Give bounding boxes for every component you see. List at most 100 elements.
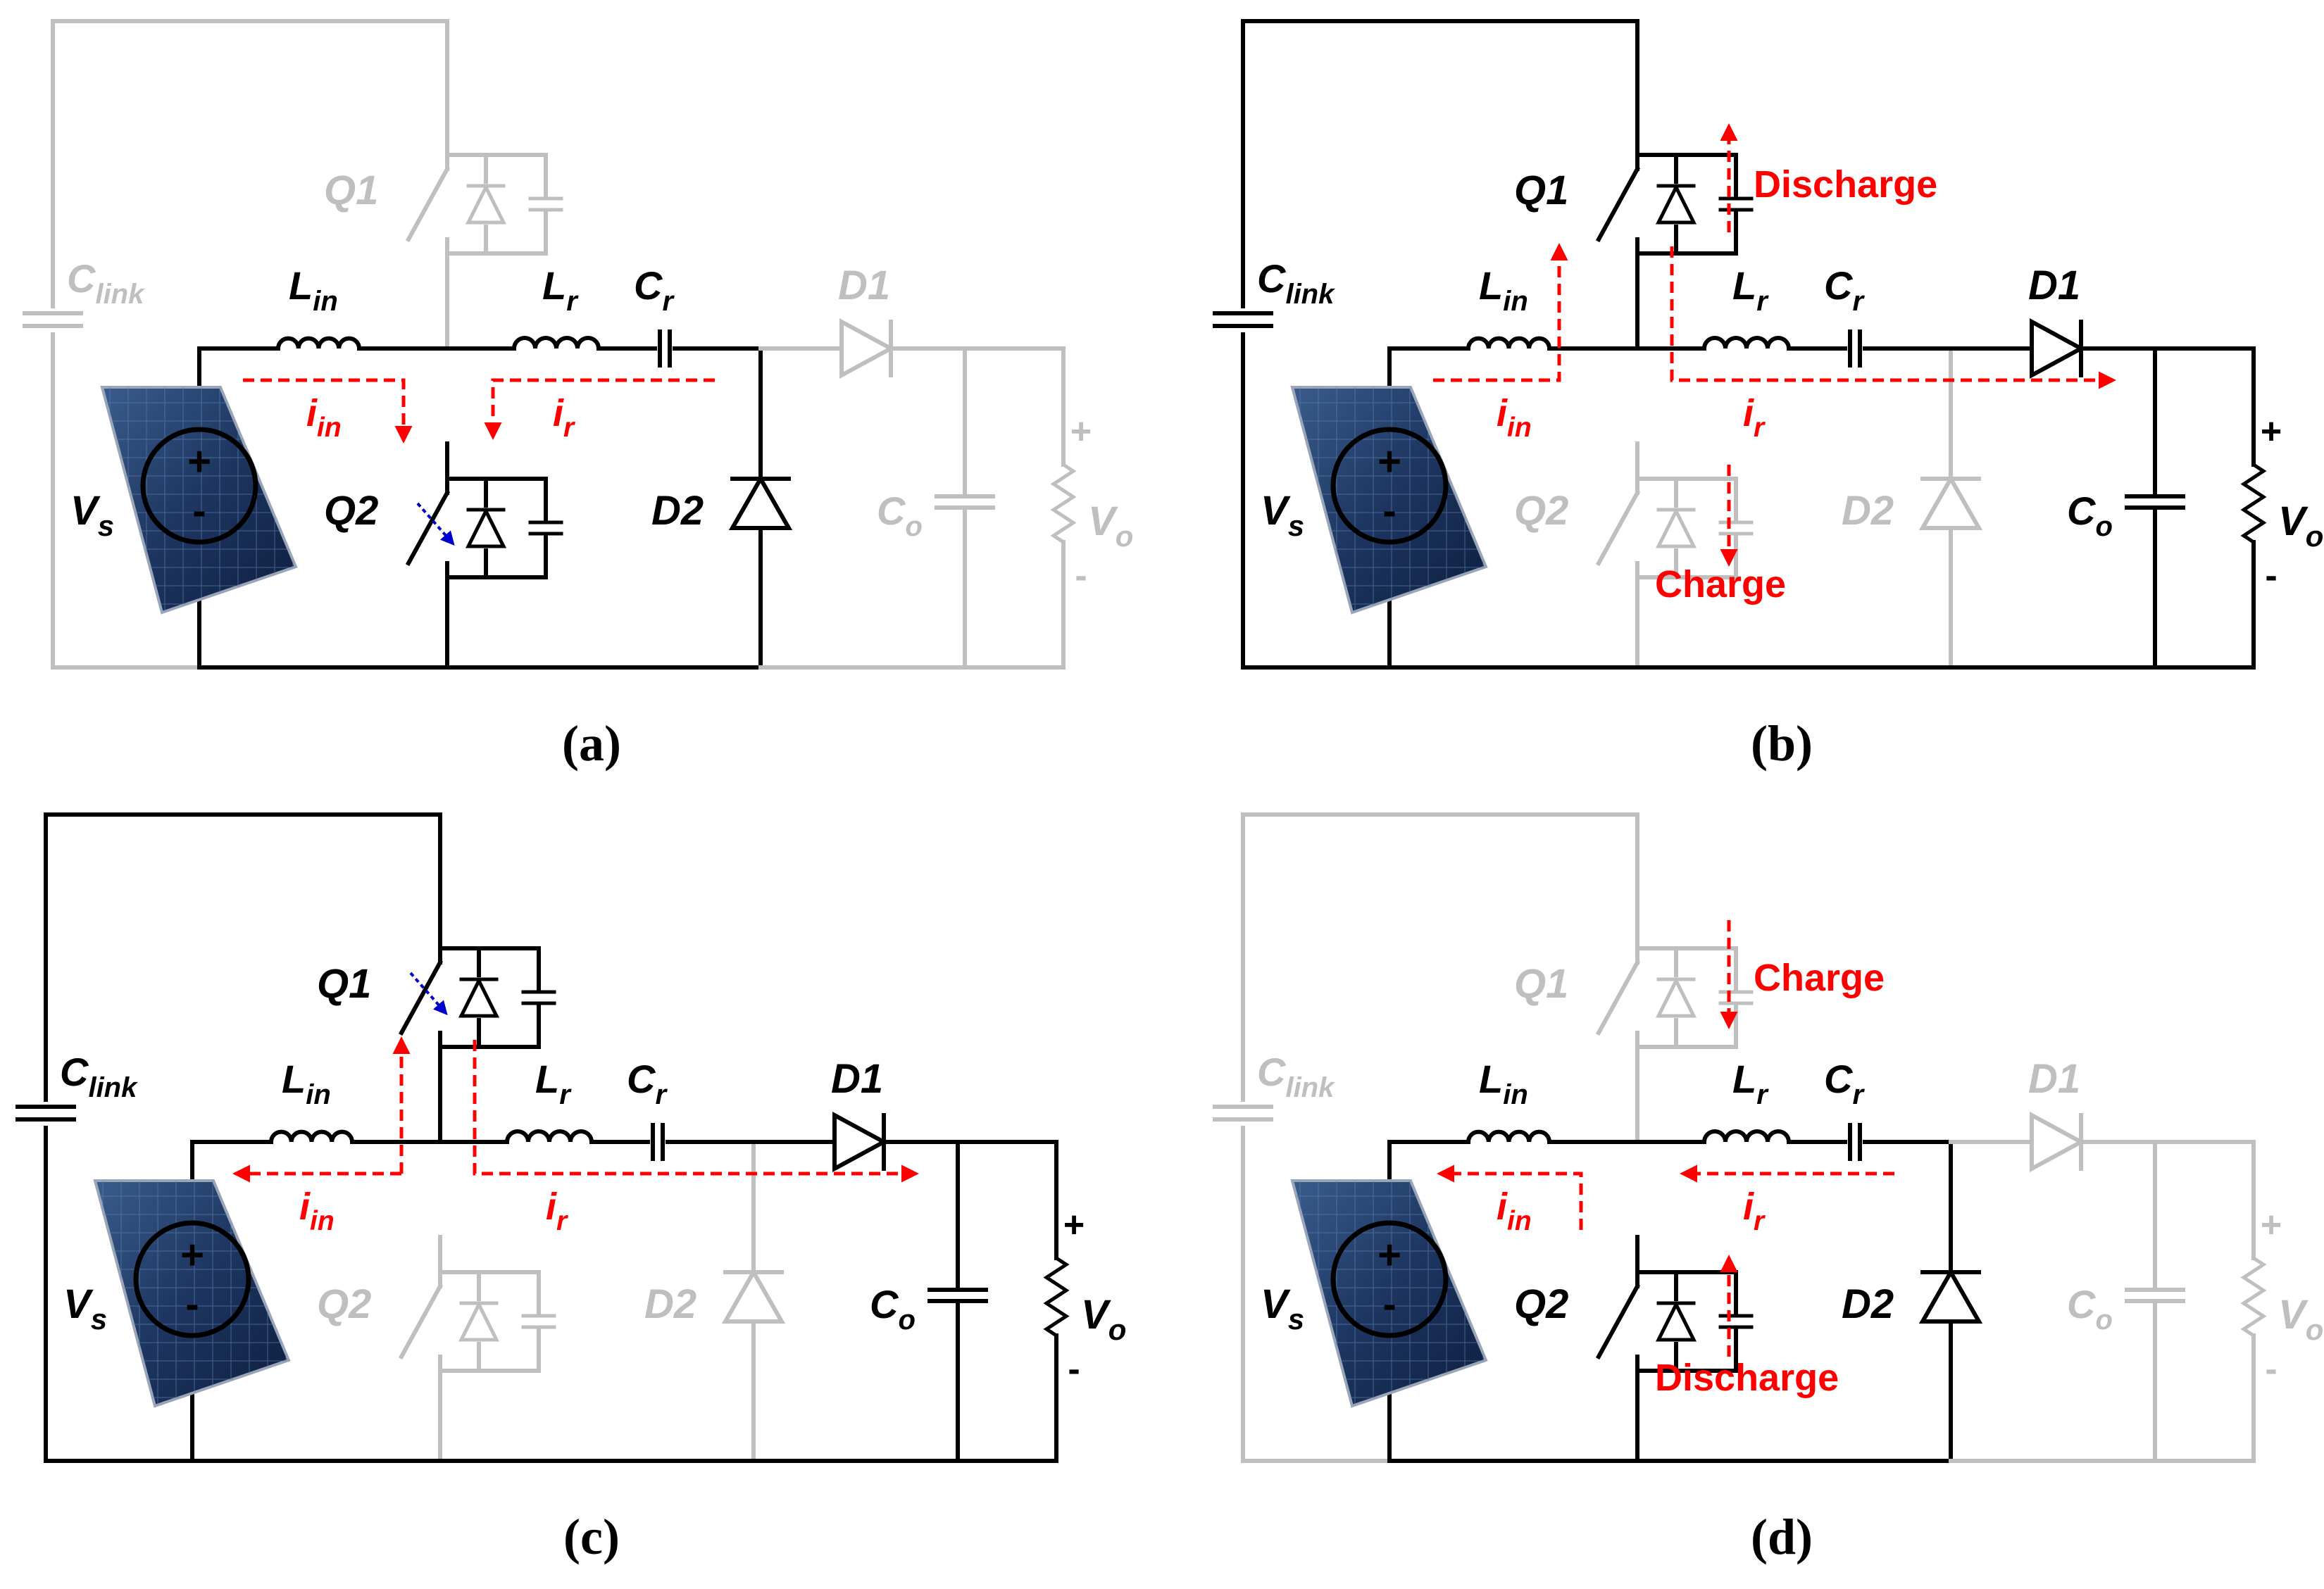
lr-label: Lr (1732, 263, 1769, 317)
lin-label: Lin (1479, 263, 1528, 317)
switch-q2-gate-arrow (416, 502, 455, 546)
diode-d1-triangle (832, 1111, 889, 1173)
co-label-base: C (870, 1282, 899, 1326)
switch-q2-switch-blade (1595, 1283, 1641, 1360)
vo-label-sub: o (1108, 1313, 1127, 1346)
load-resistor (2240, 463, 2267, 544)
clink-label-base: C (1257, 256, 1287, 301)
iin-label-base: i (1497, 1186, 1508, 1228)
ir-label-sub: r (563, 413, 575, 443)
co-label-base: C (2067, 1282, 2097, 1326)
source-plus-sign: + (1377, 1232, 1401, 1278)
vs-label: Vs (63, 1281, 107, 1336)
ir-label-sub: r (1754, 1206, 1766, 1236)
voltage-source-symbol (140, 427, 258, 545)
switch-q2-switch-blade (1595, 489, 1641, 567)
note-q1-charge: Charge (1754, 957, 1885, 999)
solar-panel-image (1290, 1179, 1488, 1408)
d2-label-base: D2 (644, 1281, 696, 1327)
switch-q1-body-diode (465, 183, 507, 225)
caption-a: (a) (562, 715, 621, 772)
note-q1-discharge: Discharge (1754, 163, 1937, 206)
iin-label-sub: in (310, 1206, 335, 1236)
iin-label-base: i (1497, 392, 1508, 434)
vo-minus-sign: - (2265, 555, 2277, 596)
switch-q1 (405, 118, 563, 351)
d1-label: D1 (831, 1056, 883, 1102)
q1-label-base: Q1 (324, 168, 378, 213)
lr-inductor (512, 336, 601, 349)
cr-label-sub: r (1852, 286, 1865, 317)
q2-label: Q2 (317, 1281, 371, 1327)
vs-label-base: V (63, 1281, 94, 1327)
co-label: Co (877, 489, 923, 542)
switch-q2-body-diode (1655, 507, 1697, 548)
q1-label: Q1 (1514, 168, 1568, 213)
vo-label-base: V (2278, 1292, 2309, 1338)
ir-current-arrow (473, 1040, 919, 1183)
switch-q2-body-diode (465, 507, 507, 548)
diode-d1 (839, 318, 896, 379)
vs-label: Vs (70, 488, 114, 542)
d1-label-base: D1 (831, 1056, 883, 1102)
ir-label: ir (1743, 1186, 1766, 1236)
iin-label-sub: in (317, 413, 342, 443)
cr-label: Cr (627, 1057, 668, 1110)
ir-label-base: i (546, 1186, 557, 1228)
lr-label: Lr (542, 263, 579, 317)
q1-label: Q1 (1514, 961, 1568, 1007)
diode-d1-triangle (2030, 318, 2086, 379)
vo-plus-sign: + (2261, 411, 2282, 452)
solar-panel-image (100, 386, 298, 615)
cr-label-sub: r (662, 286, 675, 317)
co-label-base: C (877, 489, 906, 533)
vs-label: Vs (1261, 488, 1304, 542)
lin-label-base: L (282, 1057, 306, 1101)
clink-label-sub: link (95, 279, 145, 310)
diode-d2 (1918, 474, 1983, 530)
lr-inductor (1702, 336, 1791, 349)
q1-label-base: Q1 (1514, 961, 1568, 1007)
d1-label: D1 (2028, 1056, 2080, 1102)
lin-label-base: L (1479, 1057, 1503, 1101)
diode-d2-triangle (1918, 1267, 1983, 1324)
iin-label-sub: in (1507, 413, 1532, 443)
q1-label-base: Q1 (317, 961, 371, 1007)
diode-d1 (2030, 318, 2086, 379)
lr-inductor (505, 1129, 594, 1143)
d2-label-base: D2 (1842, 1281, 1894, 1327)
clink-label-sub: link (1285, 279, 1335, 310)
iin-label-base: i (306, 392, 318, 434)
lin-inductor (1466, 336, 1551, 349)
cr-label-base: C (1824, 1057, 1854, 1101)
cr-label-base: C (1824, 263, 1854, 308)
vo-label-base: V (1081, 1292, 1111, 1338)
diode-d1 (2030, 1111, 2086, 1173)
vo-label: Vo (2278, 498, 2323, 553)
switch-q2 (405, 441, 563, 670)
lin-label-sub: in (1503, 1079, 1528, 1110)
iin-label: iin (1497, 392, 1532, 443)
switch-q2 (1595, 1235, 1754, 1463)
caption-b: (b) (1751, 715, 1813, 772)
clink-label-base: C (67, 256, 96, 301)
iin-label-sub: in (1507, 1206, 1532, 1236)
diode-d2 (1918, 1267, 1983, 1324)
vs-label-sub: s (1288, 1302, 1304, 1336)
d2-label: D2 (644, 1281, 696, 1327)
clink-label-base: C (60, 1050, 89, 1094)
q2-label: Q2 (1514, 1281, 1568, 1327)
solar-panel-image-cells (1292, 1181, 1486, 1406)
vs-label-sub: s (98, 509, 114, 542)
switch-q1-gate-arrow (409, 972, 448, 1016)
switch-q1-switch-blade (1595, 959, 1641, 1036)
diode-d2-triangle (1918, 474, 1983, 530)
vo-minus-sign: - (2265, 1349, 2277, 1390)
ir-label: ir (1743, 392, 1766, 443)
source-minus-sign: - (1382, 488, 1396, 534)
cr-label: Cr (634, 263, 675, 317)
